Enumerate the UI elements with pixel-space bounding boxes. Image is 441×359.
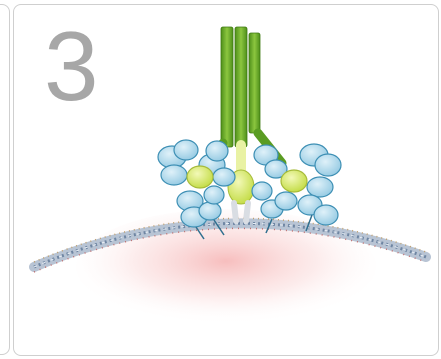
step-panel: 3 [13, 4, 439, 356]
previous-panel-edge [0, 4, 10, 355]
binding-illustration [14, 5, 438, 355]
